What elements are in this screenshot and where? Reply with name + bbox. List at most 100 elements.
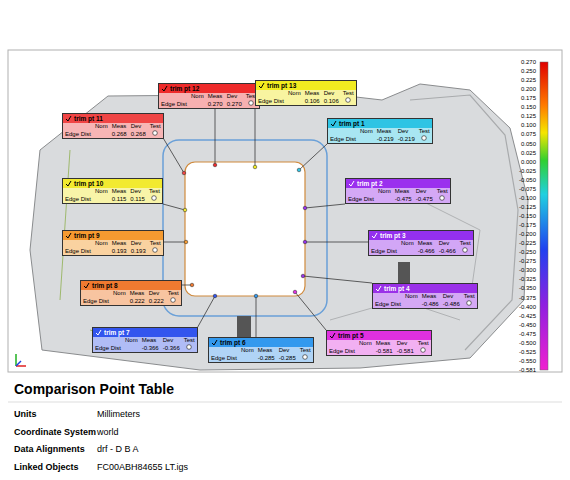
table-cell: Nom — [93, 188, 110, 195]
table-cell — [159, 93, 189, 100]
scale-value: 0.025 — [496, 150, 536, 156]
measured-value: -0.466 — [439, 248, 456, 254]
color-scale-bar — [540, 62, 548, 370]
column-header: Meas — [418, 240, 433, 246]
table-cell: Dev — [129, 123, 148, 130]
table-title: Comparison Point Table — [14, 381, 174, 397]
table-cell — [63, 123, 93, 130]
table-cell — [435, 195, 450, 203]
table-cell: -0.219 — [396, 135, 417, 143]
table-cell: Dev — [395, 340, 416, 347]
table-cell: Dev — [128, 188, 147, 195]
point-name: trim pt 3 — [380, 232, 406, 239]
trim-point — [297, 168, 301, 172]
scale-value: -0.025 — [496, 168, 536, 174]
measured-value: -0.219 — [398, 136, 415, 142]
table-cell — [147, 195, 162, 203]
table-cell — [341, 97, 356, 105]
callout-header: trim pt 7 — [93, 328, 197, 337]
table-row: NomMeasDevTest — [373, 293, 477, 300]
table-cell: -0.581 — [395, 347, 416, 355]
table-cell: Edge Dist — [256, 97, 286, 105]
table-cell: Edge Dist — [346, 195, 376, 203]
table-row: Edge Dist-0.581-0.581 — [327, 347, 431, 355]
test-status-icon — [152, 130, 158, 136]
table-cell: -0.475 — [414, 195, 435, 203]
table-cell — [111, 297, 128, 305]
table-cell: -0.466 — [416, 247, 437, 255]
bracket — [398, 262, 410, 284]
table-cell: -0.466 — [437, 247, 458, 255]
measured-value: -0.486 — [443, 301, 460, 307]
table-cell: Test — [458, 240, 473, 247]
table-cell: Meas — [206, 93, 225, 100]
table-cell — [358, 135, 375, 143]
table-cell: 0.268 — [129, 130, 148, 138]
scale-value: 0.250 — [496, 68, 536, 74]
table-row: Edge Dist-0.285-0.285 — [209, 354, 313, 362]
table-cell: Dev — [129, 240, 148, 247]
table-cell — [148, 247, 163, 255]
feature-label: Edge Dist — [371, 248, 397, 254]
table-cell: Meas — [110, 188, 129, 195]
scale-value: -0.525 — [496, 349, 536, 355]
column-header: Nom — [359, 340, 372, 346]
table-row: NomMeasDevTest — [256, 90, 356, 97]
callout-box: trim pt 9NomMeasDevTestEdge Dist0.1930.1… — [62, 230, 164, 256]
table-cell: -0.366 — [140, 344, 161, 352]
callout-header: trim pt 6 — [209, 338, 313, 347]
table-cell: Meas — [393, 188, 414, 195]
table-cell: Meas — [303, 90, 322, 97]
trim-point — [253, 165, 257, 169]
trim-point — [301, 274, 305, 278]
table-cell: -0.285 — [277, 354, 298, 362]
test-status-icon — [462, 247, 468, 253]
table-cell — [462, 300, 477, 308]
leader-line — [198, 296, 215, 327]
check-icon — [211, 339, 218, 346]
scale-value: 0.270 — [496, 59, 536, 65]
check-icon — [258, 82, 265, 89]
measured-value: -0.581 — [397, 348, 414, 354]
callout-header: trim pt 13 — [256, 81, 356, 90]
measured-value: -0.285 — [279, 355, 296, 361]
table-value: drf - D B A — [97, 444, 139, 454]
leader-line — [215, 109, 216, 165]
feature-label: Edge Dist — [375, 301, 401, 307]
table-cell — [148, 130, 163, 138]
measured-value: 0.115 — [112, 196, 127, 202]
sheet-part — [30, 84, 528, 370]
feature-label: Edge Dist — [65, 248, 91, 254]
scale-value: 0.000 — [496, 159, 536, 165]
table-cell: Dev — [225, 93, 244, 100]
table-cell: Edge Dist — [93, 344, 123, 352]
table-row: NomMeasDevTest — [63, 240, 163, 247]
measured-value: 0.222 — [149, 298, 164, 304]
table-cell: 0.106 — [303, 97, 322, 105]
check-icon — [371, 232, 378, 239]
leader-line — [163, 204, 185, 210]
trim-point — [303, 240, 307, 244]
column-header: Nom — [95, 123, 108, 129]
column-header: Meas — [376, 340, 391, 346]
table-cell: 0.193 — [110, 247, 129, 255]
table-cell: Nom — [357, 340, 374, 347]
column-header: Dev — [131, 240, 142, 246]
table-cell: -0.366 — [161, 344, 182, 352]
table-row: Edge Dist0.1060.106 — [256, 97, 356, 105]
scale-value: -0.275 — [496, 258, 536, 264]
table-cell: Test — [341, 90, 356, 97]
table-key: Units — [14, 409, 37, 419]
table-cell: Nom — [239, 347, 256, 354]
table-cell — [166, 297, 181, 305]
scale-value: 0.075 — [496, 131, 536, 137]
table-cell: -0.475 — [393, 195, 414, 203]
table-value: FC00ABH84655 LT.igs — [97, 462, 188, 472]
table-row: NomMeasDevTest — [209, 347, 313, 354]
leader-line — [164, 139, 184, 173]
column-header: Dev — [416, 188, 427, 194]
scale-value: 0.200 — [496, 86, 536, 92]
check-icon — [65, 115, 72, 122]
callout-box: trim pt 1NomMeasDevTestEdge Dist-0.219-0… — [327, 118, 433, 144]
table-cell: Dev — [277, 347, 298, 354]
